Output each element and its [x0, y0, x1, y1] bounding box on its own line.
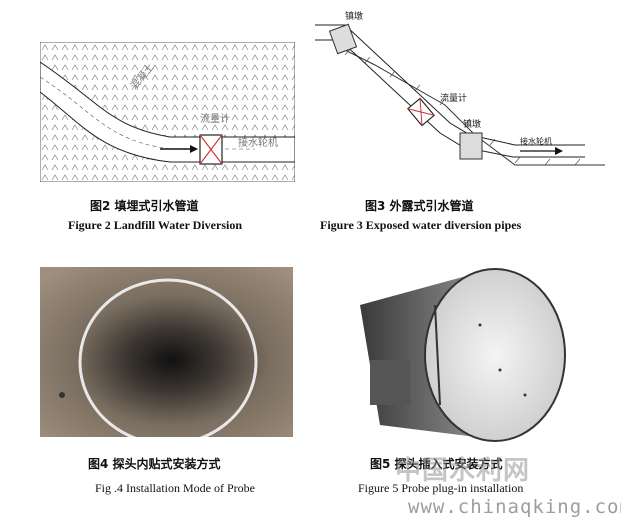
label-meter-3: 流量计 — [440, 92, 467, 104]
figure-5-photo — [350, 265, 580, 445]
pipe-opening — [424, 268, 566, 442]
label-meter: 流量计 — [200, 112, 230, 125]
probe-mount-box — [370, 360, 410, 405]
landfill-pipe-svg: 混凝土 流量计 接水轮机 — [39, 41, 296, 183]
figure-4-caption-en: Fig .4 Installation Mode of Probe — [95, 481, 255, 495]
figure-3-diagram: 镇墩 流量计 镇墩 接水轮机 — [315, 5, 615, 185]
label-machine: 接水轮机 — [238, 136, 278, 149]
figure-3-caption-cn: 图3 外露式引水管道 — [365, 199, 474, 213]
probe-sensor — [59, 392, 65, 398]
figure-5-caption-en: Figure 5 Probe plug-in installation — [358, 481, 524, 495]
pipe-top-edge — [315, 24, 585, 146]
figure-2-caption-cn: 图2 填埋式引水管道 — [90, 199, 199, 213]
anchor-block-top — [328, 23, 358, 55]
watermark-cn: 中国水利网 — [395, 456, 531, 486]
label-machine-3: 接水轮机 — [520, 136, 552, 146]
flow-arrowhead-3 — [555, 147, 563, 155]
label-anchor-top: 镇墩 — [345, 10, 363, 22]
flow-meter-symbol-3 — [407, 97, 435, 127]
figure-3-caption-en: Figure 3 Exposed water diversion pipes — [320, 218, 522, 232]
exposed-pipe-svg: 镇墩 流量计 镇墩 接水轮机 — [315, 10, 605, 166]
pipe-plugin-photo — [360, 268, 566, 442]
figure-4-caption-cn: 图4 探头内贴式安装方式 — [88, 457, 221, 471]
label-anchor-bottom: 镇墩 — [463, 118, 481, 130]
watermark-url: www.chinaqking.com — [408, 496, 621, 518]
figure-2-diagram: 混凝土 流量计 接水轮机 — [39, 41, 296, 183]
flow-meter-symbol — [199, 134, 223, 165]
pipe-centerline — [39, 76, 210, 150]
mounting-band — [434, 304, 441, 406]
figure-5-caption-cn: 图5 探头插入式安装方式 — [370, 457, 503, 471]
figure-2-caption-en: Figure 2 Landfill Water Diversion — [68, 218, 243, 232]
flow-arrowhead — [190, 145, 198, 153]
pipe-interior-photo — [40, 267, 293, 446]
anchor-block-bottom — [459, 132, 483, 160]
figure-4-photo — [40, 267, 293, 446]
hill-slope — [334, 44, 605, 166]
